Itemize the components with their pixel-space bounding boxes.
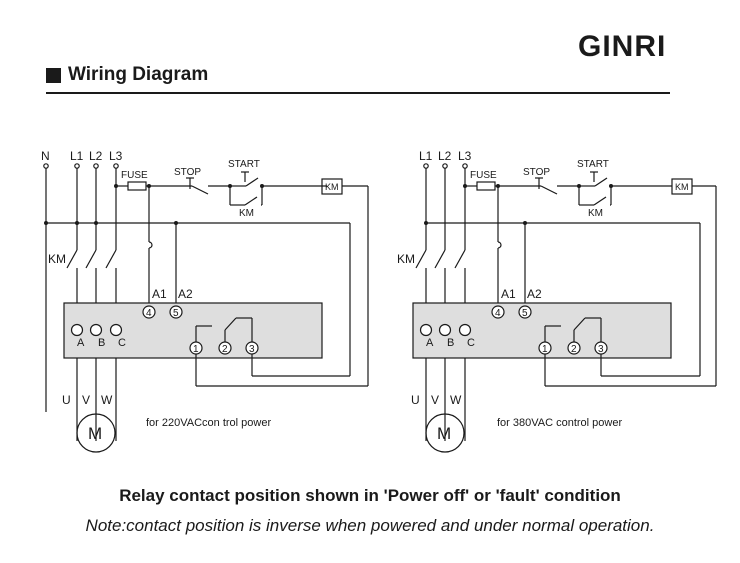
right-line-l2: L2 bbox=[438, 149, 452, 163]
right-km-coil-label: KM bbox=[675, 182, 689, 192]
right-circuit bbox=[412, 163, 717, 453]
right-line-l1: L1 bbox=[419, 149, 433, 163]
header-rule bbox=[46, 92, 670, 94]
right-terminal-4: 4 bbox=[495, 308, 501, 319]
left-relay-1: 1 bbox=[193, 344, 199, 355]
right-motor-label: M bbox=[437, 424, 451, 443]
brand-logo: GINRI bbox=[578, 30, 667, 63]
left-line-l2: L2 bbox=[89, 149, 103, 163]
junction-dots bbox=[44, 184, 613, 225]
right-start-label: START bbox=[577, 159, 609, 170]
left-line-l1: L1 bbox=[70, 149, 84, 163]
left-relay-3: 3 bbox=[249, 344, 255, 355]
left-output-u: U bbox=[62, 393, 71, 407]
right-km-contact-label: KM bbox=[588, 208, 603, 219]
left-a2-label: A2 bbox=[178, 287, 193, 301]
operation-note: Note:contact position is inverse when po… bbox=[85, 516, 655, 535]
left-output-w: W bbox=[101, 393, 113, 407]
right-stop-label: STOP bbox=[523, 167, 550, 178]
left-a1-label: A1 bbox=[152, 287, 167, 301]
section-header: Wiring Diagram bbox=[46, 64, 208, 86]
right-km-main-label: KM bbox=[397, 252, 415, 266]
left-output-v: V bbox=[82, 393, 90, 407]
left-line-n: N bbox=[41, 149, 50, 163]
right-output-v: V bbox=[431, 393, 439, 407]
left-phase-b: B bbox=[98, 337, 105, 349]
left-relay-2: 2 bbox=[222, 344, 228, 355]
left-circuit-label: for 220VACcon trol power bbox=[146, 417, 271, 429]
left-terminal-4: 4 bbox=[146, 308, 152, 319]
left-line-l3: L3 bbox=[109, 149, 123, 163]
right-fuse-label: FUSE bbox=[470, 170, 497, 181]
relay-caption: Relay contact position shown in 'Power o… bbox=[119, 486, 621, 505]
left-km-coil-label: KM bbox=[325, 182, 339, 192]
left-motor-label: M bbox=[88, 424, 102, 443]
left-phase-c: C bbox=[118, 337, 126, 349]
right-phase-c: C bbox=[467, 337, 475, 349]
right-circuit-label: for 380VAC control power bbox=[497, 417, 622, 429]
section-title: Wiring Diagram bbox=[68, 64, 209, 85]
left-circuit bbox=[43, 163, 369, 453]
right-output-w: W bbox=[450, 393, 462, 407]
right-relay-3: 3 bbox=[598, 344, 604, 355]
left-fuse-label: FUSE bbox=[121, 170, 148, 181]
right-a1-label: A1 bbox=[501, 287, 516, 301]
right-a2-label: A2 bbox=[527, 287, 542, 301]
right-phase-b: B bbox=[447, 337, 454, 349]
right-output-u: U bbox=[411, 393, 420, 407]
right-relay-2: 2 bbox=[571, 344, 577, 355]
left-km-main-label: KM bbox=[48, 252, 66, 266]
right-terminal-5: 5 bbox=[522, 308, 528, 319]
right-relay-1: 1 bbox=[542, 344, 548, 355]
left-phase-a: A bbox=[77, 337, 85, 349]
left-terminal-5: 5 bbox=[173, 308, 179, 319]
left-km-contact-label: KM bbox=[239, 208, 254, 219]
section-bullet bbox=[46, 67, 61, 83]
right-phase-a: A bbox=[426, 337, 434, 349]
left-start-label: START bbox=[228, 159, 260, 170]
right-line-l3: L3 bbox=[458, 149, 472, 163]
left-stop-label: STOP bbox=[174, 167, 201, 178]
